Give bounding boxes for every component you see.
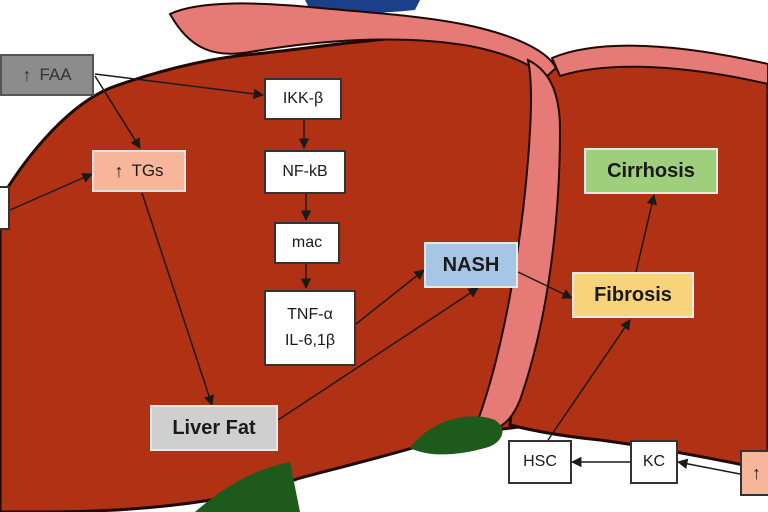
partial-box-left xyxy=(0,186,10,230)
arrow-partial-right-to-kc xyxy=(676,458,741,475)
il-6-label: IL-6,1β xyxy=(284,332,336,349)
nash-label: NASH xyxy=(442,253,500,276)
mac-label: mac xyxy=(291,233,323,251)
arrow-nash-to-fibrosis xyxy=(517,271,573,299)
cirrhosis-box: Cirrhosis xyxy=(584,148,718,194)
arrow-liver-fat-to-nash xyxy=(277,287,479,421)
hsc-box: HSC xyxy=(508,440,572,484)
arrow-fibrosis-to-cirrhosis xyxy=(635,193,657,273)
partial-box-right: ↑ xyxy=(740,450,768,496)
green-tissue-center xyxy=(410,416,503,455)
fibrosis-box: Fibrosis xyxy=(572,272,694,318)
tnf-il-box: TNF-α IL-6,1β xyxy=(264,290,356,366)
arrow-faa-to-tgs xyxy=(94,75,141,149)
tnf-alpha-label: TNF-α xyxy=(287,305,333,323)
arrow-tgs-to-liver-fat xyxy=(141,192,215,406)
mac-box: mac xyxy=(274,222,340,264)
ikk-beta-box: IKK-β xyxy=(264,78,342,120)
nf-kb-box: NF-kB xyxy=(264,150,346,194)
arrow-tnf-to-nash xyxy=(355,269,425,325)
cirrhosis-label: Cirrhosis xyxy=(607,159,695,182)
tgs-label: TGs xyxy=(131,161,164,181)
faa-box: ↑ FAA xyxy=(0,54,94,96)
ikk-beta-label: IKK-β xyxy=(282,89,324,107)
tgs-box: ↑ TGs xyxy=(92,150,186,192)
nash-box: NASH xyxy=(424,242,518,288)
fibrosis-label: Fibrosis xyxy=(594,283,672,306)
arrow-partial-left-to-tgs xyxy=(9,172,93,211)
nf-kb-label: NF-kB xyxy=(282,162,328,180)
liver-fat-label: Liver Fat xyxy=(172,416,256,439)
up-arrow-icon: ↑ xyxy=(752,462,761,483)
faa-label: FAA xyxy=(39,65,72,85)
arrow-faa-to-ikk xyxy=(94,73,265,100)
liver-fat-box: Liver Fat xyxy=(150,405,278,451)
ligament-top xyxy=(168,2,558,80)
hsc-label: HSC xyxy=(523,452,557,470)
ligament-right-top xyxy=(550,44,768,86)
kc-box: KC xyxy=(630,440,678,484)
up-arrow-icon: ↑ xyxy=(114,160,124,181)
green-tissue-bottom xyxy=(195,462,300,512)
kc-label: KC xyxy=(642,452,666,470)
arrow-hsc-to-fibrosis xyxy=(547,319,631,441)
ligament-vertical xyxy=(476,58,562,432)
up-arrow-icon: ↑ xyxy=(22,64,32,85)
